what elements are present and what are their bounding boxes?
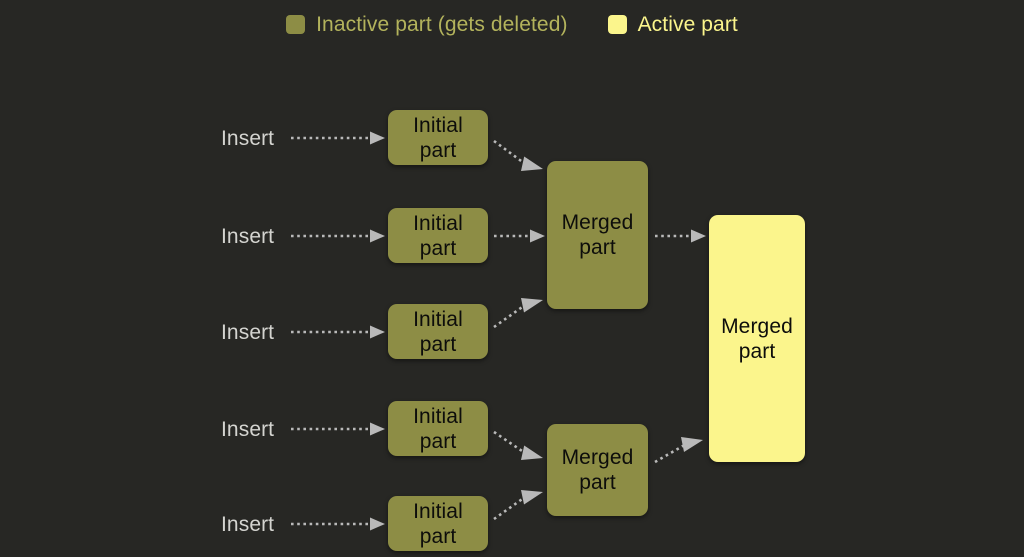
- edge-insert-to-initial-3: [291, 325, 385, 339]
- legend-label-inactive: Inactive part (gets deleted): [316, 12, 568, 36]
- legend-label-active: Active part: [637, 12, 738, 36]
- insert-label-5: Insert: [221, 513, 275, 536]
- edge-merged-b-to-final: [654, 437, 703, 464]
- edge-initial-5-to-merged-b: [493, 490, 543, 521]
- edge-insert-to-initial-5: [291, 517, 385, 531]
- edge-initial-2-to-merged-a: [494, 229, 545, 243]
- edge-insert-to-initial-1: [291, 131, 385, 145]
- legend-item-active: Active part: [607, 12, 738, 36]
- edge-initial-4-to-merged-b: [493, 430, 543, 460]
- legend-swatch-inactive-icon: [286, 14, 306, 34]
- legend-item-inactive: Inactive part (gets deleted): [286, 14, 567, 35]
- edge-initial-1-to-merged-a: [493, 139, 543, 171]
- insert-label-2: Insert: [221, 225, 275, 248]
- edge-insert-to-initial-2: [291, 229, 385, 243]
- insert-label-3: Insert: [221, 321, 275, 344]
- edge-initial-3-to-merged-a: [493, 298, 543, 329]
- legend: Inactive part (gets deleted) Active part: [0, 0, 1024, 48]
- edge-insert-to-initial-4: [291, 422, 385, 436]
- legend-swatch-active-icon: [607, 14, 627, 34]
- edge-merged-a-to-final: [655, 229, 706, 243]
- insert-label-1: Insert: [221, 127, 275, 150]
- insert-label-4: Insert: [221, 418, 275, 441]
